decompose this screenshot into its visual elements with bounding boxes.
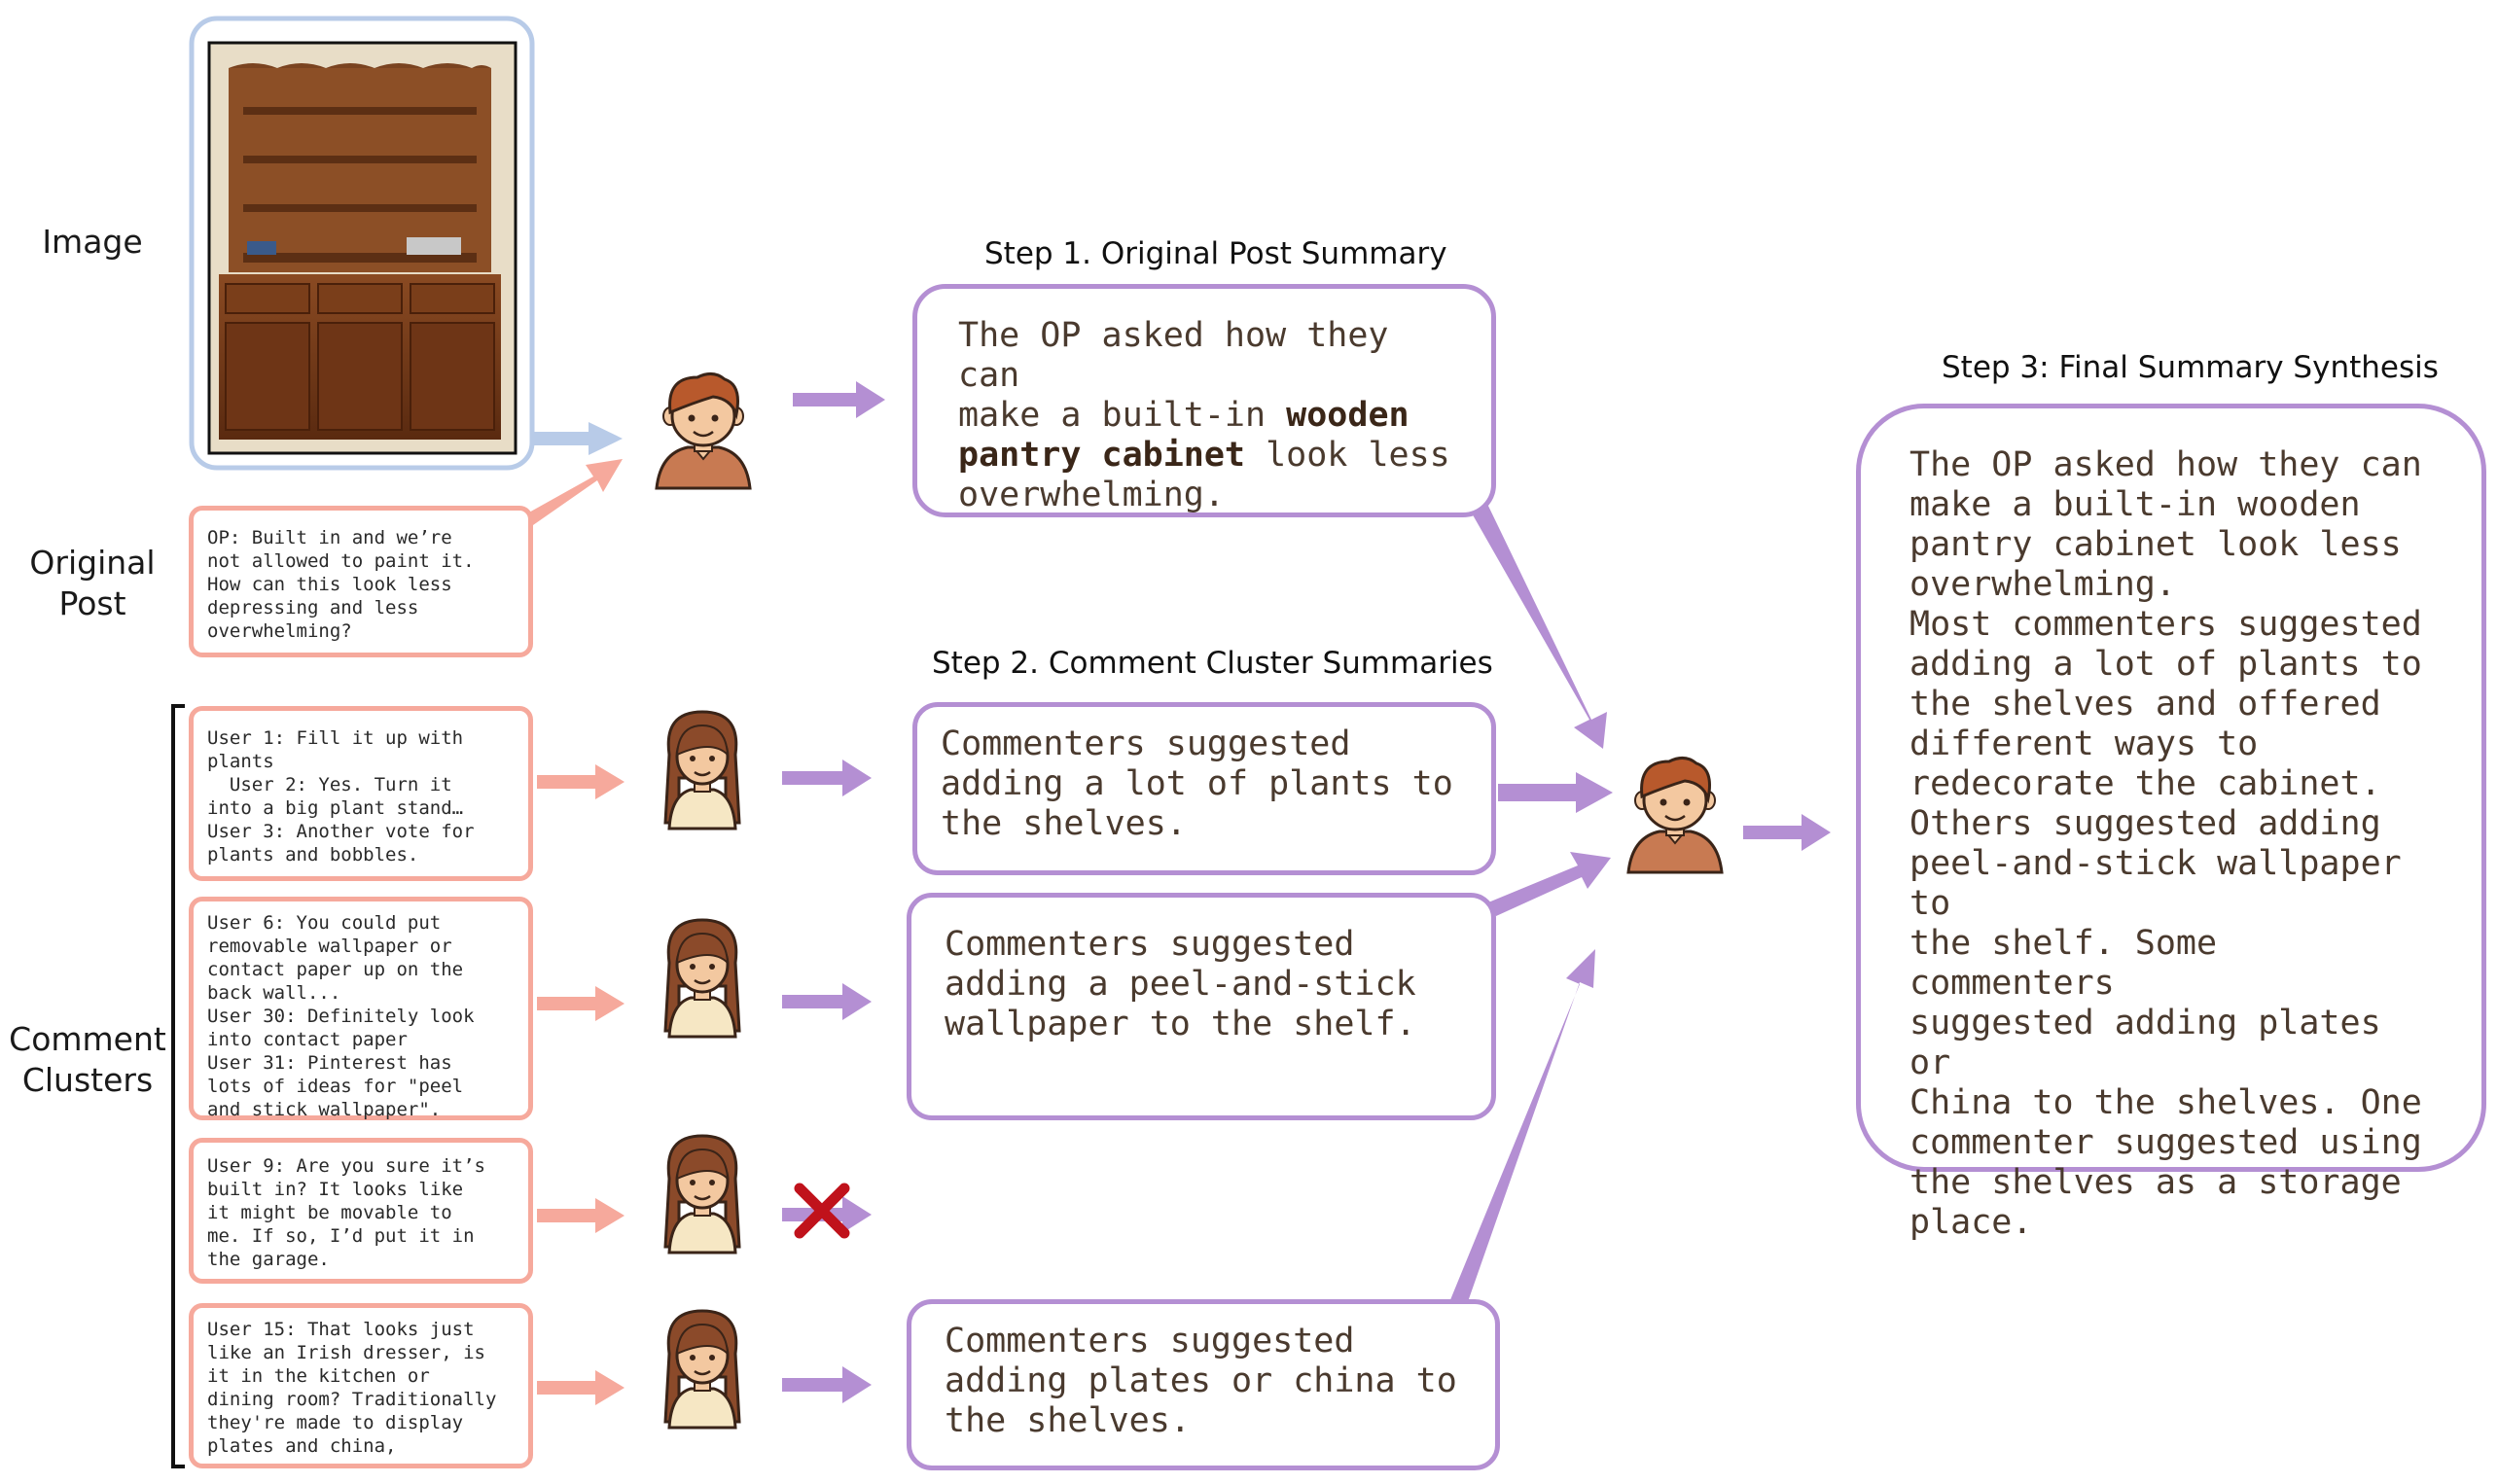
step1-summary-box: The OP asked how they can make a built-i… <box>912 284 1496 517</box>
step1-summary-text: The OP asked how they can make a built-i… <box>958 316 1389 435</box>
red-x-icon <box>794 1183 850 1239</box>
comment-cluster-4: User 15: That looks just like an Irish d… <box>189 1303 533 1468</box>
male-avatar-icon <box>1626 756 1724 874</box>
cabinet-photo <box>207 41 517 455</box>
step1-highlight-2: pantry cabinet <box>958 436 1246 475</box>
female-avatar-icon <box>663 710 741 830</box>
step1-title: Step 1. Original Post Summary <box>984 236 1447 271</box>
cluster-summary-3: Commenters suggested adding plates or ch… <box>907 1299 1500 1470</box>
image-label: Image <box>42 223 143 261</box>
step1-highlight-1: wooden <box>1286 396 1410 435</box>
comment-cluster-1: User 1: Fill it up with plants User 2: Y… <box>189 706 533 881</box>
original-post-box: OP: Built in and we’re not allowed to pa… <box>189 506 533 657</box>
comment-cluster-3: User 9: Are you sure it’s built in? It l… <box>189 1138 533 1284</box>
comment-clusters-label: Comment Clusters <box>9 1020 166 1099</box>
female-avatar-icon <box>663 1134 741 1254</box>
step3-title: Step 3: Final Summary Synthesis <box>1942 350 2439 385</box>
step2-title: Step 2. Comment Cluster Summaries <box>932 646 1493 681</box>
cluster-summary-1: Commenters suggested adding a lot of pla… <box>912 702 1496 875</box>
cluster-bracket <box>171 704 185 1468</box>
step1-summary-text: look less overwhelming. <box>958 436 1450 514</box>
female-avatar-icon <box>663 918 741 1039</box>
comment-cluster-2: User 6: You could put removable wallpape… <box>189 897 533 1120</box>
female-avatar-icon <box>663 1309 741 1430</box>
cluster-summary-2: Commenters suggested adding a peel-and-s… <box>907 893 1496 1120</box>
final-summary-box: The OP asked how they can make a built-i… <box>1856 404 2486 1242</box>
male-avatar-icon <box>655 371 752 490</box>
original-post-label: Original Post <box>29 544 156 622</box>
